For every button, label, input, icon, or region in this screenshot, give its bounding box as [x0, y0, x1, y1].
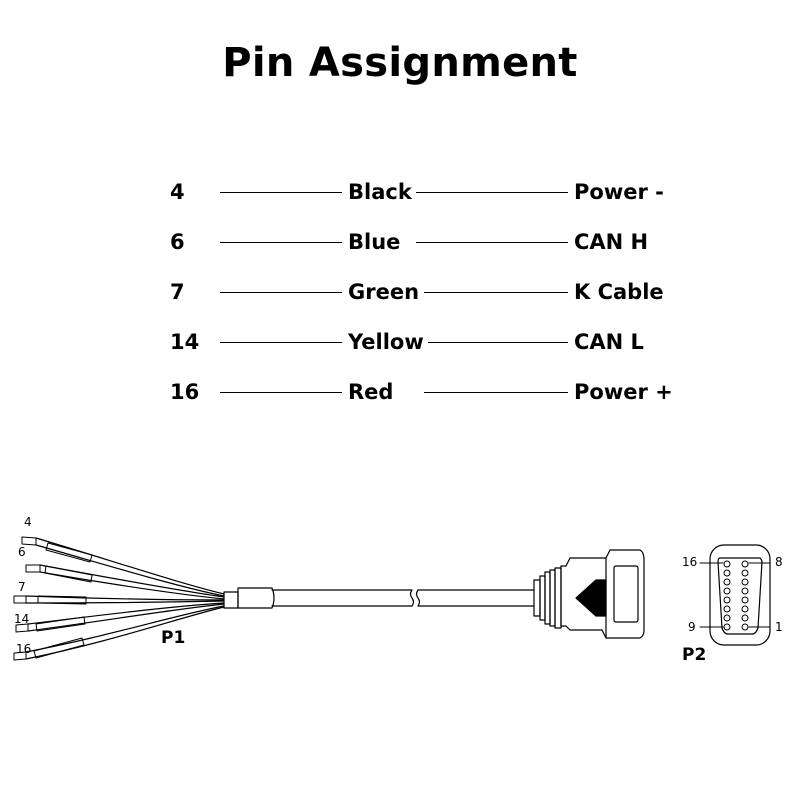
- wire-color: Yellow: [348, 330, 424, 354]
- connector-line: [424, 292, 568, 293]
- pin-label-9: 9: [688, 620, 696, 634]
- pin-row-6: 6 Blue CAN H: [0, 227, 800, 257]
- connector-body: [560, 549, 645, 639]
- wire-16: [25, 605, 225, 653]
- pin-row-4: 4 Black Power -: [0, 177, 800, 207]
- terminal-7: [13, 595, 27, 604]
- connector-inner-face: [717, 557, 763, 635]
- wire-label-4: 4: [24, 515, 32, 529]
- wire-color: Blue: [348, 230, 401, 254]
- sleeve-7: [37, 595, 87, 605]
- wire-bundle: [25, 537, 225, 660]
- pin-number: 6: [170, 230, 185, 254]
- wire-sleeves: [13, 536, 93, 661]
- terminal-6: [25, 564, 41, 573]
- wire-7: [25, 595, 225, 601]
- connector-line: [220, 342, 342, 343]
- connector-line: [424, 392, 568, 393]
- pin-function: Power -: [574, 180, 664, 204]
- pin-function: Power +: [574, 380, 673, 404]
- pin-number: 14: [170, 330, 200, 354]
- connector-line: [220, 292, 342, 293]
- heat-shrink: [237, 587, 275, 609]
- wire-color: Black: [348, 180, 412, 204]
- connector-line: [220, 192, 342, 193]
- pin-label-8: 8: [775, 555, 783, 569]
- connector-outer-shell: [709, 544, 771, 646]
- terminal-16: [13, 651, 27, 661]
- terminal-4: [21, 536, 37, 546]
- connector-line: [220, 242, 342, 243]
- connector-line: [428, 342, 568, 343]
- connector-line: [220, 392, 342, 393]
- pin-number: 7: [170, 280, 185, 304]
- wire-label-16: 16: [16, 642, 32, 656]
- wire-color: Red: [348, 380, 394, 404]
- wire-4: [35, 537, 225, 595]
- sleeve-16: [33, 637, 85, 659]
- wire-4: [35, 544, 225, 597]
- pin-label-1: 1: [775, 620, 783, 634]
- latch-grip: [575, 579, 607, 617]
- pin-number: 16: [170, 380, 200, 404]
- wire-label-7: 7: [18, 580, 26, 594]
- p1-label: P1: [161, 628, 186, 648]
- wire-14: [27, 603, 225, 632]
- wire-7: [25, 600, 225, 604]
- obd-connector-face: [699, 544, 771, 646]
- connector-line: [416, 242, 568, 243]
- connector-window: [613, 565, 639, 623]
- cable-collar: [223, 591, 239, 609]
- pin-number: 4: [170, 180, 185, 204]
- cable-diagram: [13, 536, 771, 661]
- wire-16: [25, 606, 225, 660]
- pin-label-16: 16: [682, 555, 698, 569]
- wire-label-6: 6: [18, 545, 26, 559]
- sleeve-6: [44, 565, 93, 583]
- pin-row-14: 14 Yellow CAN L: [0, 327, 800, 357]
- pin-holes: [723, 560, 749, 631]
- pin-function: CAN L: [574, 330, 644, 354]
- sleeve-4: [45, 542, 93, 563]
- terminal-14: [15, 623, 29, 633]
- cable: [223, 587, 535, 609]
- page-title: Pin Assignment: [222, 40, 578, 86]
- obd-connector-side: [533, 549, 645, 639]
- pin-function: K Cable: [574, 280, 664, 304]
- pin-function: CAN H: [574, 230, 649, 254]
- sleeve-14: [35, 616, 86, 632]
- wire-6: [39, 571, 225, 600]
- pin-row-16: 16 Red Power +: [0, 377, 800, 407]
- wire-label-14: 14: [14, 612, 30, 626]
- pin-row-7: 7 Green K Cable: [0, 277, 800, 307]
- connector-line: [416, 192, 568, 193]
- p2-label: P2: [682, 645, 707, 665]
- wire-color: Green: [348, 280, 420, 304]
